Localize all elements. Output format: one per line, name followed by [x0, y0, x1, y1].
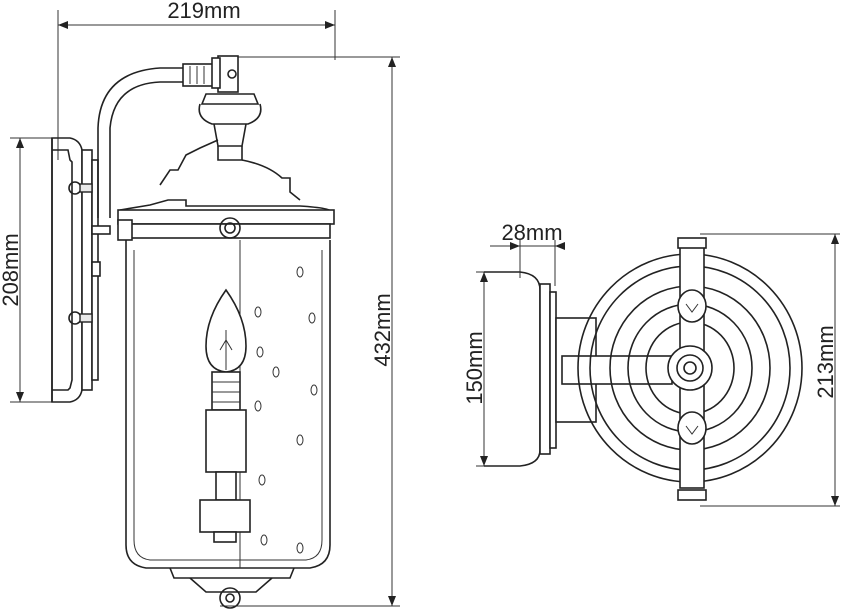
- front-elevation: 219mm 208mm 432mm: [0, 0, 400, 609]
- dimension-label-projection: 28mm: [501, 220, 562, 245]
- lantern-bottom-cap: [169, 567, 295, 609]
- dimension-overall-height: 432mm: [220, 56, 400, 607]
- dimension-label-side-overall-height: 213mm: [813, 325, 838, 398]
- dimension-label-side-height: 150mm: [462, 331, 487, 404]
- dimension-label-overall-height: 432mm: [370, 293, 395, 366]
- dimension-label-backplate-height: 208mm: [0, 233, 23, 306]
- dimension-side-height: 150mm: [462, 271, 520, 467]
- candle-bulb: [199, 288, 251, 543]
- dimension-projection: 28mm: [490, 220, 565, 286]
- lantern-hood: [117, 139, 335, 241]
- dimension-label-top-width: 219mm: [167, 0, 240, 23]
- dimension-side-overall-height: 213mm: [700, 233, 840, 507]
- wall-backplate: [51, 137, 111, 403]
- end-elevation: 28mm 150mm 213mm: [462, 220, 840, 507]
- dimension-top-width: 219mm: [57, 0, 336, 160]
- lantern-finial: [198, 55, 262, 161]
- lantern-arm: [97, 63, 214, 218]
- dimension-backplate-height: 208mm: [0, 137, 60, 403]
- end-view-rings: [577, 237, 803, 501]
